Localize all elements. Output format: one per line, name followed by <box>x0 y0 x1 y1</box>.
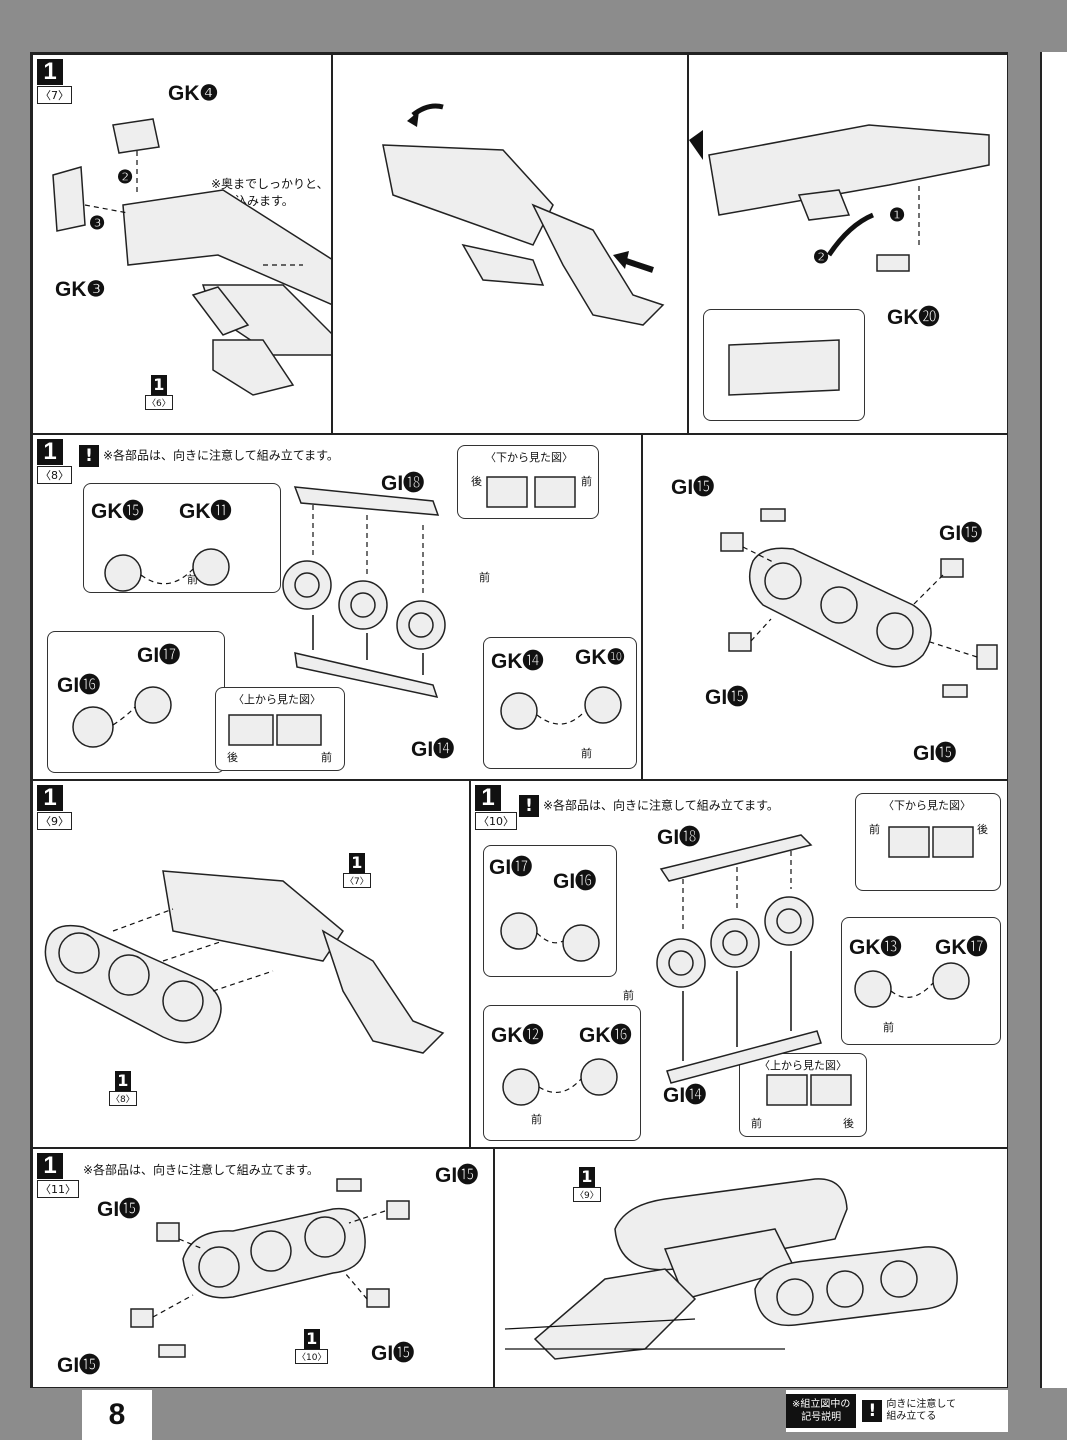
front-label: 前 <box>187 573 198 586</box>
front-label: 前 <box>581 475 592 488</box>
adjacent-page-edge <box>1040 52 1067 1388</box>
part-label-gi15: GI⓯ <box>671 476 715 499</box>
warning-icon: ! <box>862 1400 883 1422</box>
subassembly-ref-7: 1〈7〉 <box>343 853 371 888</box>
part-label-gk20: GK⓴ <box>887 306 940 329</box>
legend-label: ※組立図中の 記号説明 <box>786 1394 857 1428</box>
instruction-sheet: 1〈7〉 GK❹ GK❸ ※奥までしっかりと、 はめ込みます。 1〈6〉 ❷ ❸… <box>30 52 1008 1388</box>
panel-step-9: 1〈9〉 1〈7〉 1〈8〉 <box>32 780 470 1148</box>
part-label-gi15: GI⓯ <box>939 522 983 545</box>
subassembly-ref-10: 1〈10〉 <box>295 1329 329 1364</box>
step-marker-2: ❷ <box>813 247 830 267</box>
part-label-gk12: GK⓬ <box>491 1024 544 1047</box>
subassembly-ref: 1〈6〉 <box>145 375 173 410</box>
part-label-gk17: GK⓱ <box>935 936 988 959</box>
page-number: 8 <box>82 1390 152 1440</box>
step-number: 1〈7〉 <box>37 59 72 104</box>
front-label: 前 <box>479 571 490 584</box>
panel-step-7-a: 1〈7〉 GK❹ GK❸ ※奥までしっかりと、 はめ込みます。 1〈6〉 ❷ ❸… <box>32 54 332 434</box>
part-label-gi16: GI⓰ <box>553 870 597 893</box>
step-number: 1〈10〉 <box>475 785 517 830</box>
wheel-assembly-illustration <box>72 476 622 748</box>
step-marker-1: ❶ <box>889 205 906 225</box>
symbol-legend: ※組立図中の 記号説明 ! 向きに注意して 組み立てる <box>786 1390 1008 1432</box>
front-label: 前 <box>581 747 592 760</box>
caution-note: ※各部品は、向きに注意して組み立てます。 <box>83 1163 319 1177</box>
part-label-gi18: GI⓲ <box>381 472 425 495</box>
front-label: 前 <box>883 1021 894 1034</box>
track-assembly-illustration <box>130 1178 410 1358</box>
part-label-gk16: GK⓰ <box>579 1024 632 1047</box>
part-label-gi17: GI⓱ <box>489 856 533 879</box>
chassis-track-illustration <box>44 870 445 1054</box>
view-from-top-label: 〈上から見た図〉 <box>759 1059 847 1072</box>
rear-label: 後 <box>471 475 482 488</box>
part-label-gk13: GK⓭ <box>849 936 902 959</box>
panel-step-7-b <box>332 54 688 434</box>
caution-note: !※各部品は、向きに注意して組み立てます。 <box>79 445 339 467</box>
part-label-gi17: GI⓱ <box>137 644 181 667</box>
part-label-gk14: GK⓮ <box>491 650 544 673</box>
part-label-gi15: GI⓯ <box>57 1354 101 1377</box>
step-number: 1〈8〉 <box>37 439 72 484</box>
part-label-gi16: GI⓰ <box>57 674 101 697</box>
track-assembly-illustration <box>720 508 998 698</box>
panel-step-8-a: 1〈8〉 !※各部品は、向きに注意して組み立てます。 〈下から見た図〉 後 前 … <box>32 434 642 780</box>
part-label-gi15: GI⓯ <box>97 1198 141 1221</box>
subassembly-ref-9: 1〈9〉 <box>573 1167 601 1202</box>
part-label-gk10: GK❿ <box>575 646 626 669</box>
rear-label: 後 <box>843 1117 854 1130</box>
part-label-gk4: GK❹ <box>168 82 219 105</box>
rear-label: 後 <box>227 751 238 764</box>
step-number: 1〈9〉 <box>37 785 72 830</box>
front-label: 前 <box>623 989 634 1002</box>
rifle-track-illustration <box>382 103 665 326</box>
part-label-gi15: GI⓯ <box>705 686 749 709</box>
panel-step-11-b: 1〈9〉 <box>494 1148 1008 1388</box>
caution-note: !※各部品は、向きに注意して組み立てます。 <box>519 795 779 817</box>
front-label: 前 <box>531 1113 542 1126</box>
panel-step-7-c: GK⓴ ❶ ❷ <box>688 54 1008 434</box>
rifle-illustration <box>52 118 331 396</box>
panel-step-11-a: 1〈11〉 ※各部品は、向きに注意して組み立てます。 GI⓯ GI⓯ GI⓯ G… <box>32 1148 494 1388</box>
part-label-gi15: GI⓯ <box>435 1164 479 1187</box>
front-label: 前 <box>869 823 880 836</box>
view-from-top-label: 〈上から見た図〉 <box>233 693 321 706</box>
view-from-bottom-label: 〈下から見た図〉 <box>485 451 573 464</box>
wheel-assembly-illustration <box>500 826 974 1106</box>
part-label-gi14: GI⓮ <box>411 738 455 761</box>
part-label-gk11: GK⓫ <box>179 500 232 523</box>
part-label-gi18: GI⓲ <box>657 826 701 849</box>
subassembly-ref-8: 1〈8〉 <box>109 1071 137 1106</box>
view-from-bottom-label: 〈下から見た図〉 <box>883 799 971 812</box>
warning-icon: ! <box>79 445 99 467</box>
front-label: 前 <box>321 751 332 764</box>
part-label-gk15: GK⓯ <box>91 500 144 523</box>
panel-step-8-b: GI⓯ GI⓯ GI⓯ GI⓯ <box>642 434 1008 780</box>
final-assembly-illustration <box>504 1178 958 1360</box>
step-marker-3: ❸ <box>89 213 106 233</box>
part-label-gk3: GK❸ <box>55 278 106 301</box>
view-from-bottom-box <box>855 793 1001 891</box>
part-label-gi15: GI⓯ <box>913 742 957 765</box>
rifle-detail-illustration <box>689 124 990 396</box>
part-label-gi15: GI⓯ <box>371 1342 415 1365</box>
rear-label: 後 <box>977 823 988 836</box>
part-label-gi14: GI⓮ <box>663 1084 707 1107</box>
panel-step-10: 1〈10〉 !※各部品は、向きに注意して組み立てます。 GI⓲ 〈下から見た図〉… <box>470 780 1008 1148</box>
warning-icon: ! <box>519 795 539 817</box>
legend-text: 向きに注意して 組み立てる <box>886 1399 957 1422</box>
step-number: 1〈11〉 <box>37 1153 79 1198</box>
step-marker-2: ❷ <box>117 167 134 187</box>
front-label: 前 <box>751 1117 762 1130</box>
